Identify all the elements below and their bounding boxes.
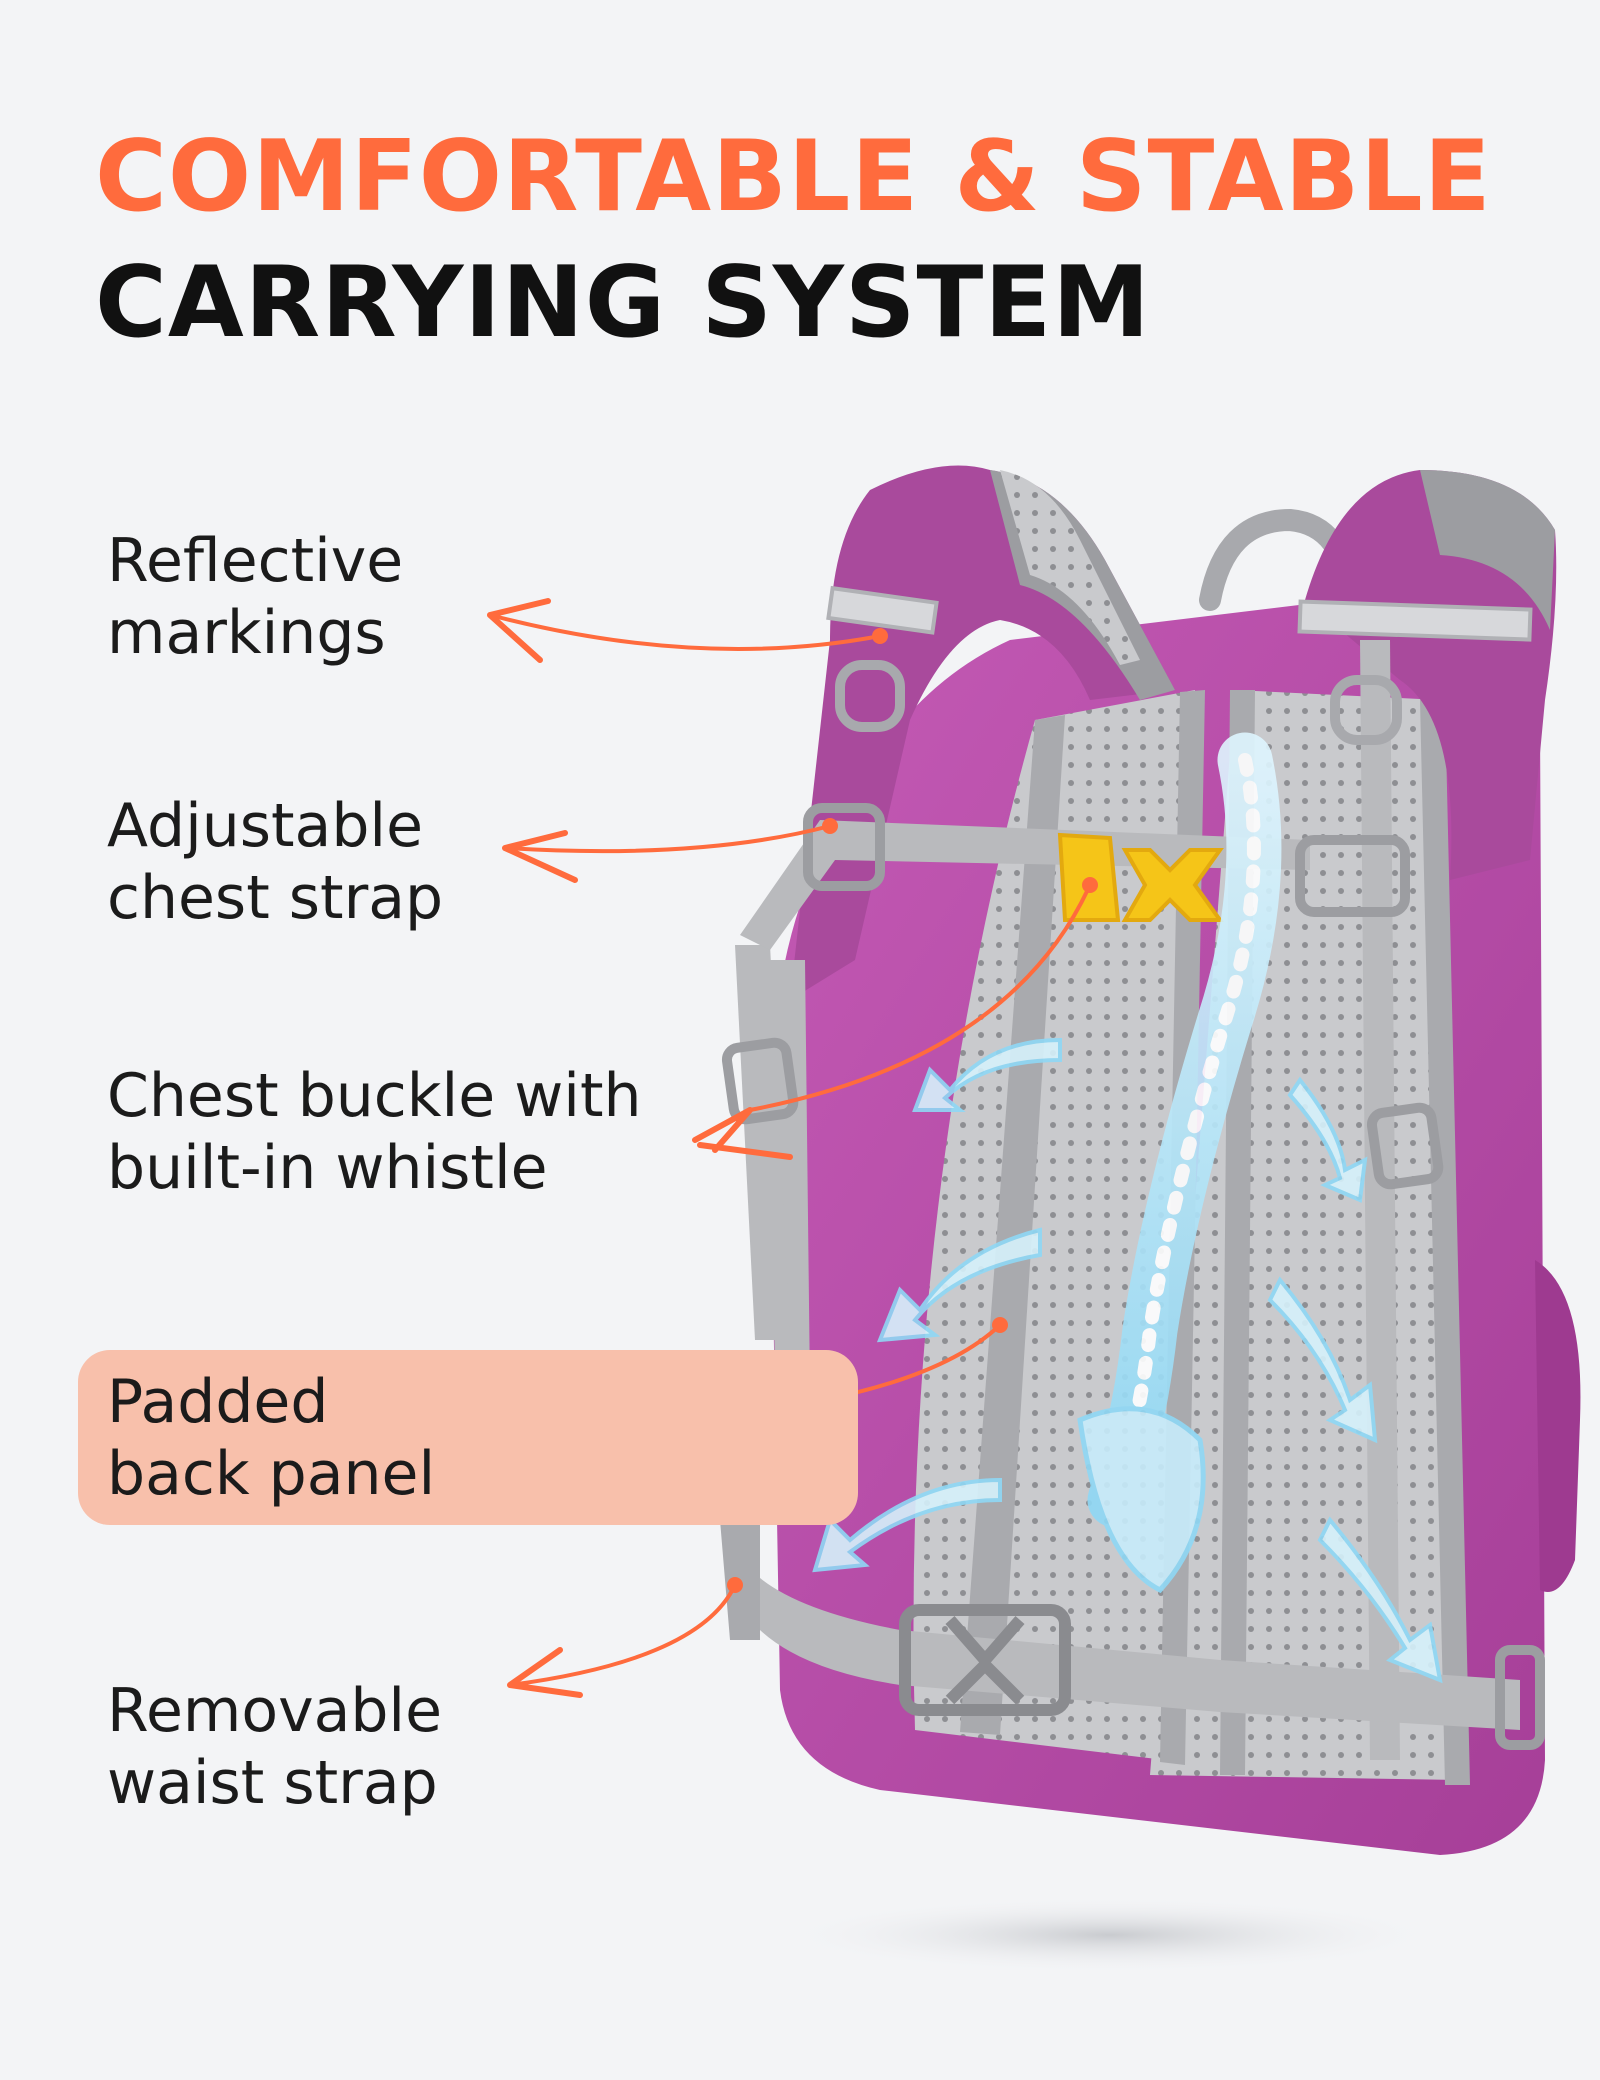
feature-adjustable-chest-strap: Adjustable chest strap <box>107 791 444 933</box>
feature-chest-buckle-whistle: Chest buckle with built-in whistle <box>107 1061 642 1203</box>
reflective-strip-right <box>1297 599 1533 642</box>
d-ring-left <box>835 660 905 732</box>
airflow-arrows <box>812 1037 1443 1684</box>
arrow-chest-buckle <box>748 883 1092 1112</box>
floor-shadow <box>780 1897 1440 1973</box>
arrow-chest-strap <box>503 824 832 854</box>
feature-padded-back-panel: Padded back panel <box>107 1367 436 1509</box>
arrow-waist-strap <box>508 1583 737 1687</box>
feature-reflective-markings: Reflective markings <box>107 526 404 668</box>
waist-strap <box>725 1530 1520 1730</box>
reflective-strip-left <box>826 585 939 635</box>
chest-strap-slider-right <box>1295 835 1410 917</box>
strap-adjuster-left <box>721 1037 799 1125</box>
d-ring-right <box>1330 675 1402 745</box>
spine-illustration <box>1077 732 1282 1594</box>
right-shoulder-strap <box>1305 470 1557 880</box>
back-panel-highlight <box>78 1350 858 1525</box>
strap-adjuster-right <box>1366 1102 1444 1190</box>
headline-line-1: COMFORTABLE & STABLE <box>95 120 1492 234</box>
chest-strap-slider-left <box>803 803 885 891</box>
waist-buckle <box>899 1604 1071 1716</box>
arrow-reflective <box>488 613 882 651</box>
feature-removable-waist-strap: Removable waist strap <box>107 1676 443 1818</box>
pointer-arrows <box>487 598 1098 1698</box>
side-pocket <box>1535 1260 1581 1592</box>
headline-line-2: CARRYING SYSTEM <box>95 246 1151 360</box>
page-title: COMFORTABLE & STABLE CARRYING SYSTEM <box>95 128 1492 352</box>
